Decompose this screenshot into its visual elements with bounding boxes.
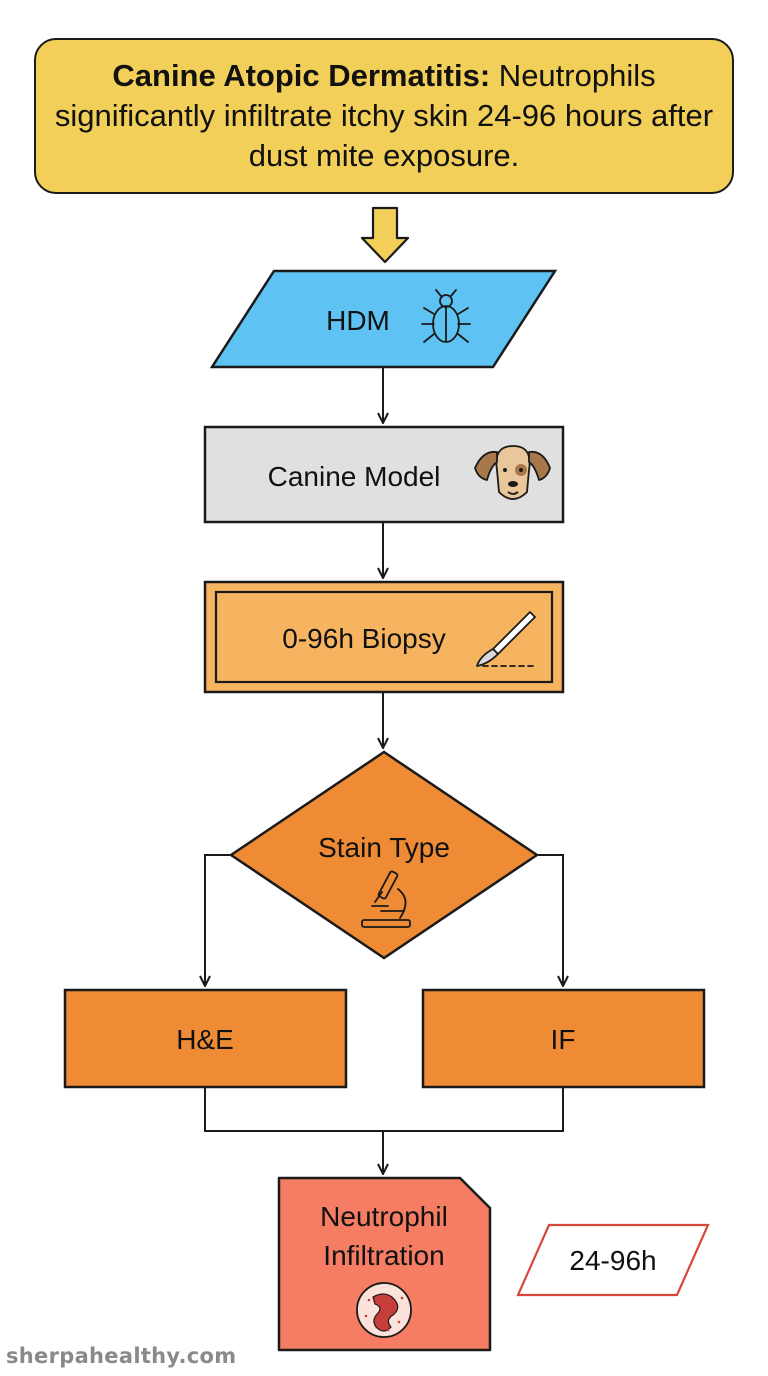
title-down-arrow xyxy=(360,206,410,264)
title-box: Canine Atopic Dermatitis: Neutrophils si… xyxy=(34,38,734,194)
canine-model-node: Canine Model xyxy=(203,425,565,524)
microscope-icon xyxy=(361,870,411,928)
neutrophil-label-line2: Infiltration xyxy=(323,1240,444,1271)
title-text: Canine Atopic Dermatitis: Neutrophils si… xyxy=(54,56,714,176)
he-label: H&E xyxy=(176,1024,234,1055)
timeframe-label: 24-96h xyxy=(569,1245,656,1276)
arrow-stain-to-he xyxy=(205,854,231,986)
hdm-label: HDM xyxy=(326,305,390,336)
neutrophil-infiltration-node: Neutrophil Infiltration xyxy=(277,1176,492,1352)
scalpel-icon xyxy=(476,611,537,667)
stain-type-node: Stain Type xyxy=(228,750,540,960)
canine-model-label: Canine Model xyxy=(268,461,441,492)
neutrophil-cell-icon xyxy=(356,1282,412,1338)
if-label: IF xyxy=(551,1024,576,1055)
if-node: IF xyxy=(421,988,706,1089)
biopsy-node: 0-96h Biopsy xyxy=(203,580,565,694)
neutrophil-label-line1: Neutrophil xyxy=(320,1201,448,1232)
title-bold: Canine Atopic Dermatitis: xyxy=(112,58,491,93)
hdm-node: HDM xyxy=(209,269,558,369)
timeframe-node: 24-96h xyxy=(516,1223,710,1297)
merge-line xyxy=(204,1087,564,1132)
watermark: sherpahealthy.com xyxy=(6,1344,237,1368)
bug-icon xyxy=(421,289,471,343)
biopsy-label: 0-96h Biopsy xyxy=(282,623,445,654)
arrow-stain-to-if xyxy=(537,854,563,986)
title-rest: Neutrophils significantly infiltrate itc… xyxy=(54,58,714,173)
he-node: H&E xyxy=(63,988,348,1089)
stain-type-label: Stain Type xyxy=(318,832,450,863)
dog-icon xyxy=(474,445,551,500)
